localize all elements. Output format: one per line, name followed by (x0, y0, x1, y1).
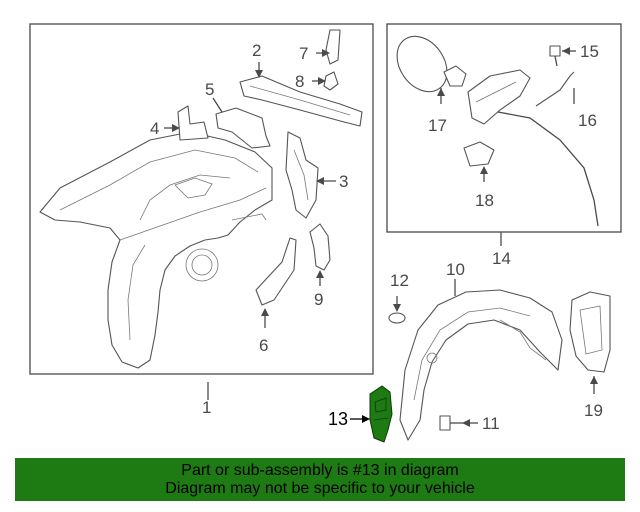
clip-7-part[interactable] (325, 29, 341, 65)
banner-line-2: Diagram may not be specific to your vehi… (165, 480, 475, 497)
fuel-door-17-part[interactable] (387, 27, 467, 101)
callout-1: 1 (202, 398, 211, 417)
bracket-4-part[interactable] (177, 105, 209, 141)
callout-16: 16 (578, 111, 597, 130)
quarter-panel-part[interactable] (39, 131, 273, 369)
callout-18: 18 (475, 191, 494, 210)
callout-17: 17 (428, 116, 447, 135)
callout-11: 11 (482, 414, 500, 433)
hose-16-part[interactable] (535, 71, 575, 107)
bolt-11-part[interactable] (439, 415, 462, 431)
callout-19: 19 (584, 401, 603, 420)
fuel-door-group-box (386, 23, 622, 233)
trim-panel-19-part[interactable] (569, 291, 611, 373)
bracket-9-part[interactable] (309, 223, 331, 271)
callout-15: 15 (580, 42, 599, 61)
bracket-5-part[interactable] (215, 107, 271, 149)
rail-part[interactable] (239, 75, 363, 127)
callout-5: 5 (205, 80, 214, 99)
actuator-18-part[interactable] (463, 141, 495, 167)
quarter-panel-group-box (29, 23, 374, 375)
callout-13: 13 (328, 409, 348, 429)
banner-line-1: Part or sub-assembly is #13 in diagram (181, 462, 459, 479)
callout-9: 9 (314, 290, 323, 309)
callout-14: 14 (492, 249, 511, 268)
callout-4: 4 (150, 119, 159, 138)
screw-15-part[interactable] (549, 45, 561, 67)
callout-10: 10 (446, 260, 465, 279)
callout-7: 7 (299, 44, 308, 63)
callout-12: 12 (390, 271, 409, 290)
bracket-6-part[interactable] (255, 237, 297, 306)
callout-3: 3 (339, 172, 348, 191)
callout-6: 6 (259, 336, 268, 355)
highlighted-part-13[interactable] (369, 385, 393, 443)
clip-8-part[interactable] (323, 71, 339, 91)
bracket-3-part[interactable] (285, 131, 319, 219)
wheelhouse-liner-part[interactable] (399, 289, 563, 441)
callout-8: 8 (295, 72, 304, 91)
grommet-12-part[interactable] (388, 312, 406, 324)
fuel-filler-housing-part[interactable] (467, 69, 599, 227)
callout-2: 2 (252, 41, 261, 60)
info-banner: Part or sub-assembly is #13 in diagram D… (15, 458, 625, 501)
